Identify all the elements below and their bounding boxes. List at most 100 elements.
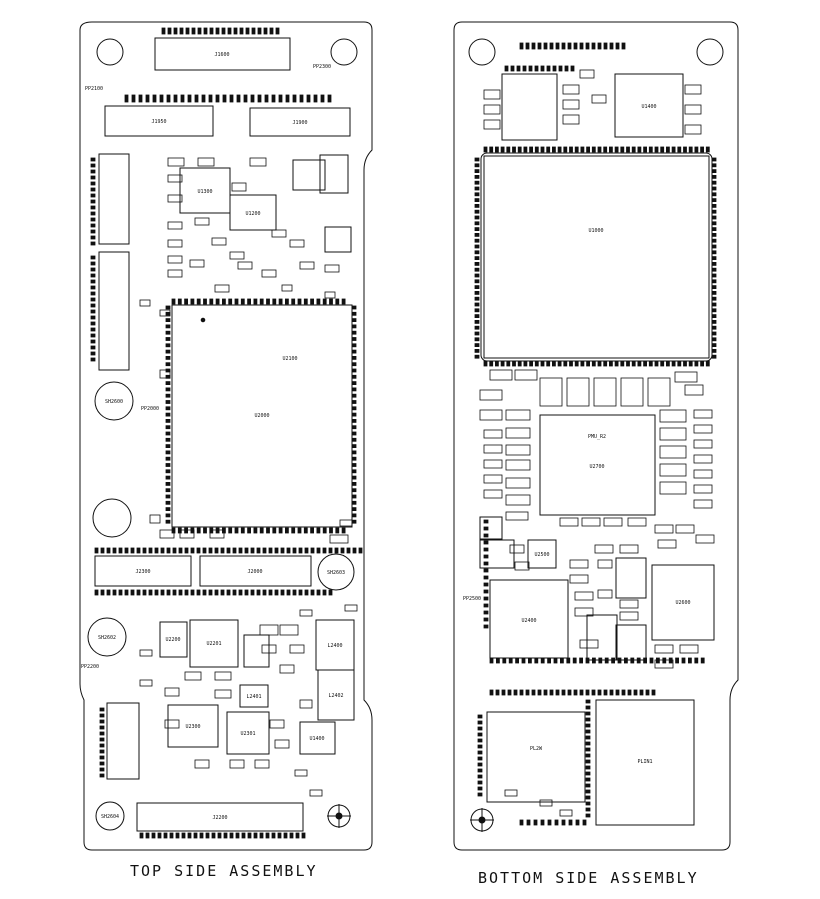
smd-part (585, 765, 591, 770)
smd-part (534, 146, 539, 153)
smd-part (603, 146, 608, 153)
smd-part (474, 215, 480, 220)
smd-part (585, 813, 591, 818)
smd-part (214, 671, 232, 681)
smd-part (711, 221, 717, 226)
smd-part (662, 657, 667, 664)
smd-part (627, 517, 647, 527)
smd-part (688, 146, 693, 153)
bottom-ic-right (651, 564, 715, 641)
smd-part (286, 589, 291, 596)
smd-part (90, 205, 96, 210)
smd-part (675, 524, 695, 534)
smd-part (90, 193, 96, 198)
smd-part (483, 474, 503, 484)
smd-part (351, 343, 357, 348)
smd-part (483, 624, 489, 629)
smd-part (604, 657, 609, 664)
smd-part (474, 314, 480, 319)
smd-part (549, 42, 554, 50)
smd-part (630, 657, 635, 664)
smd-part (474, 296, 480, 301)
smd-part (256, 547, 261, 554)
smd-part (552, 360, 556, 367)
smd-part (238, 589, 243, 596)
label-big-ic: U2100 (282, 356, 297, 362)
smd-part (173, 94, 178, 103)
smd-part (202, 589, 207, 596)
smd-part (214, 689, 232, 699)
smd-part (90, 273, 96, 278)
smd-part (666, 360, 670, 367)
smd-part (145, 94, 150, 103)
smd-part (358, 547, 363, 554)
smd-part (209, 529, 225, 539)
smd-part (90, 199, 96, 204)
smd-part (540, 360, 545, 367)
smd-part (112, 547, 117, 554)
smd-part (711, 354, 717, 359)
smd-part (549, 689, 554, 696)
smd-part (580, 146, 585, 153)
smd-part (585, 807, 591, 812)
label-ic-a: U2200 (165, 637, 180, 643)
smd-part (510, 65, 515, 72)
conn-j-left2 (98, 251, 130, 371)
smd-part (603, 42, 608, 50)
smd-part (654, 146, 659, 153)
smd-part (118, 589, 123, 596)
smd-part (483, 519, 489, 524)
smd-part (139, 649, 153, 657)
smd-part (474, 203, 480, 208)
smd-part (494, 360, 499, 367)
label-j-b: J1900 (292, 120, 307, 126)
smd-part (136, 547, 141, 554)
label-bottom-sq-r: PLIN1 (637, 759, 652, 765)
label-hole3: SH2602 (98, 635, 116, 641)
smd-part (534, 360, 539, 367)
smd-part (90, 181, 96, 186)
smd-part (711, 232, 717, 237)
smd-part (585, 723, 591, 728)
smd-part (531, 42, 536, 50)
smd-part (344, 604, 358, 612)
smd-part (597, 146, 602, 153)
smd-part (297, 527, 302, 534)
smd-part (477, 786, 483, 791)
smd-part (474, 169, 480, 174)
smd-part (145, 832, 150, 839)
smd-part (324, 291, 336, 299)
label-bottom-ic-top: U1400 (641, 104, 656, 110)
smd-part (309, 789, 323, 797)
smd-part (483, 596, 489, 601)
smd-part (506, 146, 511, 153)
smd-part (351, 355, 357, 360)
smd-part (298, 589, 303, 596)
smd-part (351, 324, 357, 329)
smd-part (585, 729, 591, 734)
smd-part (90, 339, 96, 344)
smd-part (151, 832, 156, 839)
smd-part (274, 547, 279, 554)
bottom-ic-sq-r (595, 699, 695, 826)
smd-part (639, 689, 644, 696)
smd-part (165, 513, 171, 518)
smd-part (700, 360, 704, 367)
smd-part (479, 389, 503, 401)
smd-part (529, 146, 533, 153)
smd-part (278, 527, 283, 534)
smd-part (631, 360, 636, 367)
smd-part (304, 589, 309, 596)
smd-part (215, 94, 220, 103)
smd-part (208, 547, 213, 554)
smd-part (340, 547, 345, 554)
smd-part (711, 192, 717, 197)
smd-part (178, 589, 183, 596)
smd-part (100, 547, 105, 554)
smd-part (579, 689, 584, 696)
smd-part (253, 527, 258, 534)
smd-part (179, 27, 184, 35)
smd-part (591, 42, 596, 50)
smd-part (291, 298, 296, 305)
smd-part (190, 527, 195, 534)
